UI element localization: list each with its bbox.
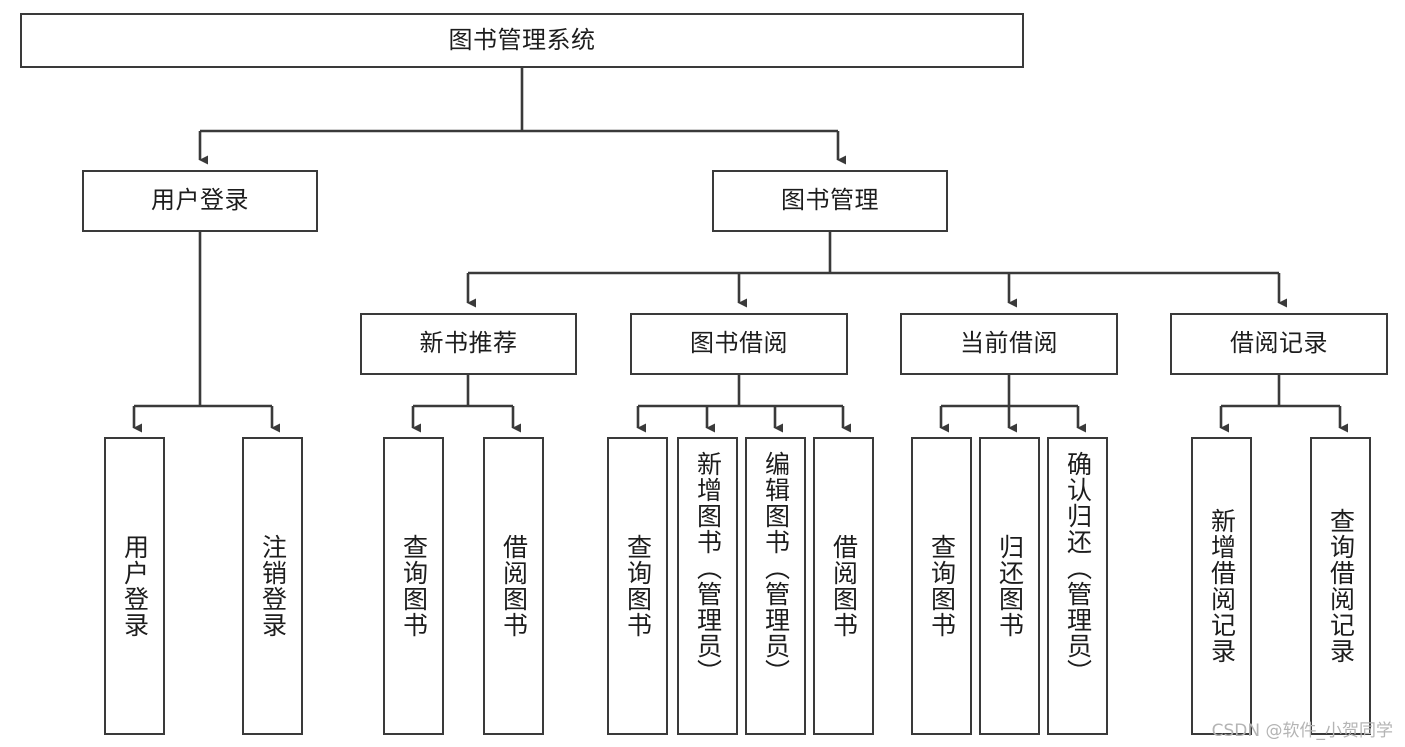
node-book-manage[interactable]: 图书管理 (712, 170, 948, 232)
node-borrow-record[interactable]: 借阅记录 (1170, 313, 1388, 375)
node-label: 图书管理 (781, 186, 879, 215)
node-label: 新增借阅记录 (1207, 508, 1237, 664)
node-label: 新书推荐 (419, 329, 518, 358)
node-label: 当前借阅 (960, 329, 1058, 358)
edges-currentborrow-to-leaves (939, 375, 1086, 433)
node-user-login[interactable]: 用户登录 (82, 170, 318, 232)
node-label: 图书借阅 (690, 329, 788, 358)
node-book-borrow[interactable]: 图书借阅 (630, 313, 848, 375)
node-leaf-borrow-book-2[interactable]: 借阅图书 (813, 437, 874, 735)
node-label: 查询借阅记录 (1326, 508, 1356, 664)
edges-borrowrecord-to-leaves (1219, 375, 1348, 433)
node-label: 查询图书 (927, 534, 957, 638)
node-label: 注销登录 (258, 534, 288, 638)
edges-newbook-to-leaves (411, 375, 521, 433)
node-current-borrow[interactable]: 当前借阅 (900, 313, 1118, 375)
edges-bookborrow-to-leaves (636, 375, 851, 433)
node-root-system[interactable]: 图书管理系统 (20, 13, 1024, 68)
csdn-watermark: CSDN @软件_小贺同学 (1211, 721, 1393, 741)
node-label: 归还图书 (995, 534, 1025, 638)
node-label: 借阅图书 (829, 534, 859, 638)
node-leaf-query-record[interactable]: 查询借阅记录 (1310, 437, 1371, 735)
edges-userlogin-to-leaves (132, 232, 280, 433)
node-leaf-borrow-book-1[interactable]: 借阅图书 (483, 437, 544, 735)
node-label: 用户登录 (120, 534, 150, 638)
node-leaf-edit-book[interactable]: 编辑图书（管理员） (745, 437, 806, 735)
node-label: 借阅记录 (1230, 329, 1328, 358)
node-leaf-query-book-1[interactable]: 查询图书 (383, 437, 444, 735)
node-leaf-confirm-return[interactable]: 确认归还（管理员） (1047, 437, 1108, 735)
node-label: 查询图书 (399, 534, 429, 638)
edges-root-to-level2 (198, 68, 846, 165)
node-label: 编辑图书（管理员） (761, 451, 791, 685)
node-label: 用户登录 (151, 186, 249, 215)
node-leaf-add-record[interactable]: 新增借阅记录 (1191, 437, 1252, 735)
node-new-book-recommend[interactable]: 新书推荐 (360, 313, 577, 375)
node-leaf-logout[interactable]: 注销登录 (242, 437, 303, 735)
node-leaf-query-book-3[interactable]: 查询图书 (911, 437, 972, 735)
node-leaf-query-book-2[interactable]: 查询图书 (607, 437, 668, 735)
node-label: 确认归还（管理员） (1063, 451, 1093, 685)
node-label: 借阅图书 (499, 534, 529, 638)
node-label: 图书管理系统 (448, 25, 596, 54)
node-leaf-return-book[interactable]: 归还图书 (979, 437, 1040, 735)
node-label: 新增图书（管理员） (693, 451, 723, 685)
edges-bookmanage-to-level3 (466, 232, 1287, 308)
node-leaf-add-book[interactable]: 新增图书（管理员） (677, 437, 738, 735)
node-label: 查询图书 (623, 534, 653, 638)
node-leaf-user-login[interactable]: 用户登录 (104, 437, 165, 735)
